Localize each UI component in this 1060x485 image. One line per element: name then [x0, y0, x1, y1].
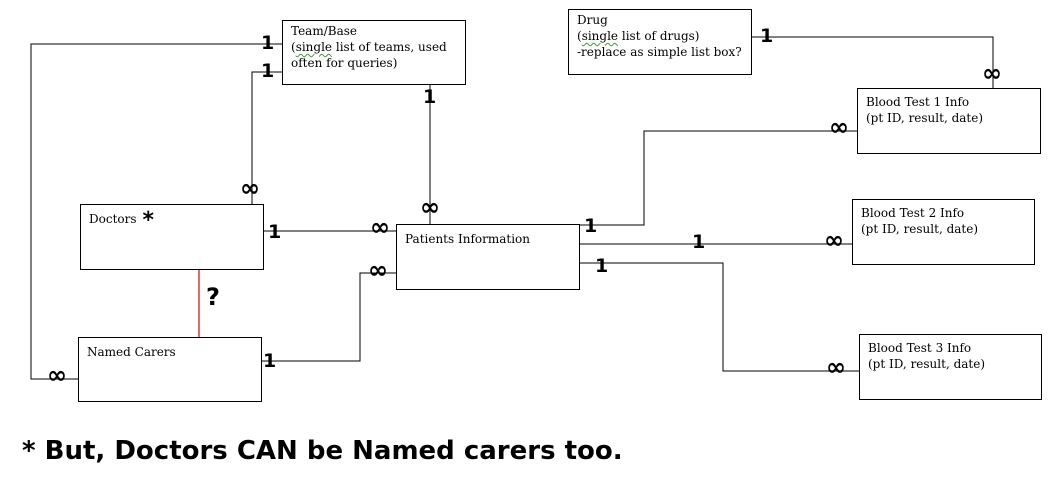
card-team-doctors-one: 1	[261, 60, 275, 82]
card-patients-doctors-many: ∞	[370, 213, 390, 241]
drug-desc-2: -replace as simple list box?	[577, 45, 742, 59]
line-named-carers-to-patients	[261, 272, 396, 362]
entity-named-carers[interactable]: Named Carers	[78, 337, 262, 402]
entity-patients-information[interactable]: Patients Information	[396, 224, 580, 290]
team-base-desc-2: often for queries)	[291, 56, 398, 70]
patients-title: Patients Information	[405, 232, 530, 246]
line-patients-to-blood3	[579, 262, 859, 372]
card-doctors-team-many: ∞	[240, 174, 260, 202]
card-drug-one: 1	[760, 25, 774, 47]
card-blood2-patients-many: ∞	[824, 226, 844, 254]
blood2-desc: (pt ID, result, date)	[861, 222, 979, 236]
team-base-desc-1: (single list of teams, used	[291, 40, 447, 54]
blood3-title: Blood Test 3 Info	[868, 341, 972, 355]
entity-drug[interactable]: Drug (single list of drugs) -replace as …	[568, 9, 752, 75]
card-patients-team-many: ∞	[420, 193, 440, 221]
card-patients-blood3-one: 1	[595, 255, 609, 277]
line-patients-to-blood1	[579, 130, 858, 226]
card-carers-team-many: ∞	[47, 361, 67, 389]
named-carers-title: Named Carers	[87, 345, 176, 359]
team-base-title: Team/Base	[291, 24, 357, 38]
entity-blood-test-1[interactable]: Blood Test 1 Info (pt ID, result, date)	[857, 88, 1041, 154]
entity-blood-test-2[interactable]: Blood Test 2 Info (pt ID, result, date)	[852, 199, 1035, 265]
card-patients-blood1-one: 1	[584, 215, 598, 237]
card-doctors-patients-one: 1	[268, 221, 282, 243]
card-team-named-one: 1	[261, 32, 275, 54]
line-team-to-doctors	[251, 71, 282, 205]
line-drug-to-blood1	[752, 36, 994, 89]
blood1-desc: (pt ID, result, date)	[866, 111, 984, 125]
entity-doctors[interactable]: Doctors *	[80, 204, 264, 270]
card-blood3-patients-many: ∞	[826, 353, 846, 381]
card-blood1-drug-many: ∞	[982, 59, 1002, 87]
footnote: * But, Doctors CAN be Named carers too.	[22, 436, 623, 466]
card-patients-carers-many: ∞	[368, 256, 388, 284]
card-team-patients-one: 1	[423, 86, 437, 108]
blood2-title: Blood Test 2 Info	[861, 206, 965, 220]
entity-team-base[interactable]: Team/Base (single list of teams, used of…	[282, 20, 466, 85]
entity-blood-test-3[interactable]: Blood Test 3 Info (pt ID, result, date)	[859, 334, 1042, 400]
blood3-desc: (pt ID, result, date)	[868, 357, 986, 371]
line-team-to-named-carers	[30, 43, 282, 380]
card-carers-patients-one: 1	[263, 350, 277, 372]
card-patients-blood2-one: 1	[692, 231, 706, 253]
card-blood1-patients-many: ∞	[829, 113, 849, 141]
asterisk-marker: *	[142, 208, 155, 233]
question-mark: ?	[206, 283, 220, 311]
doctors-title: Doctors	[89, 212, 137, 226]
blood1-title: Blood Test 1 Info	[866, 95, 970, 109]
drug-desc-1: (single list of drugs)	[577, 29, 700, 43]
drug-title: Drug	[577, 13, 608, 27]
